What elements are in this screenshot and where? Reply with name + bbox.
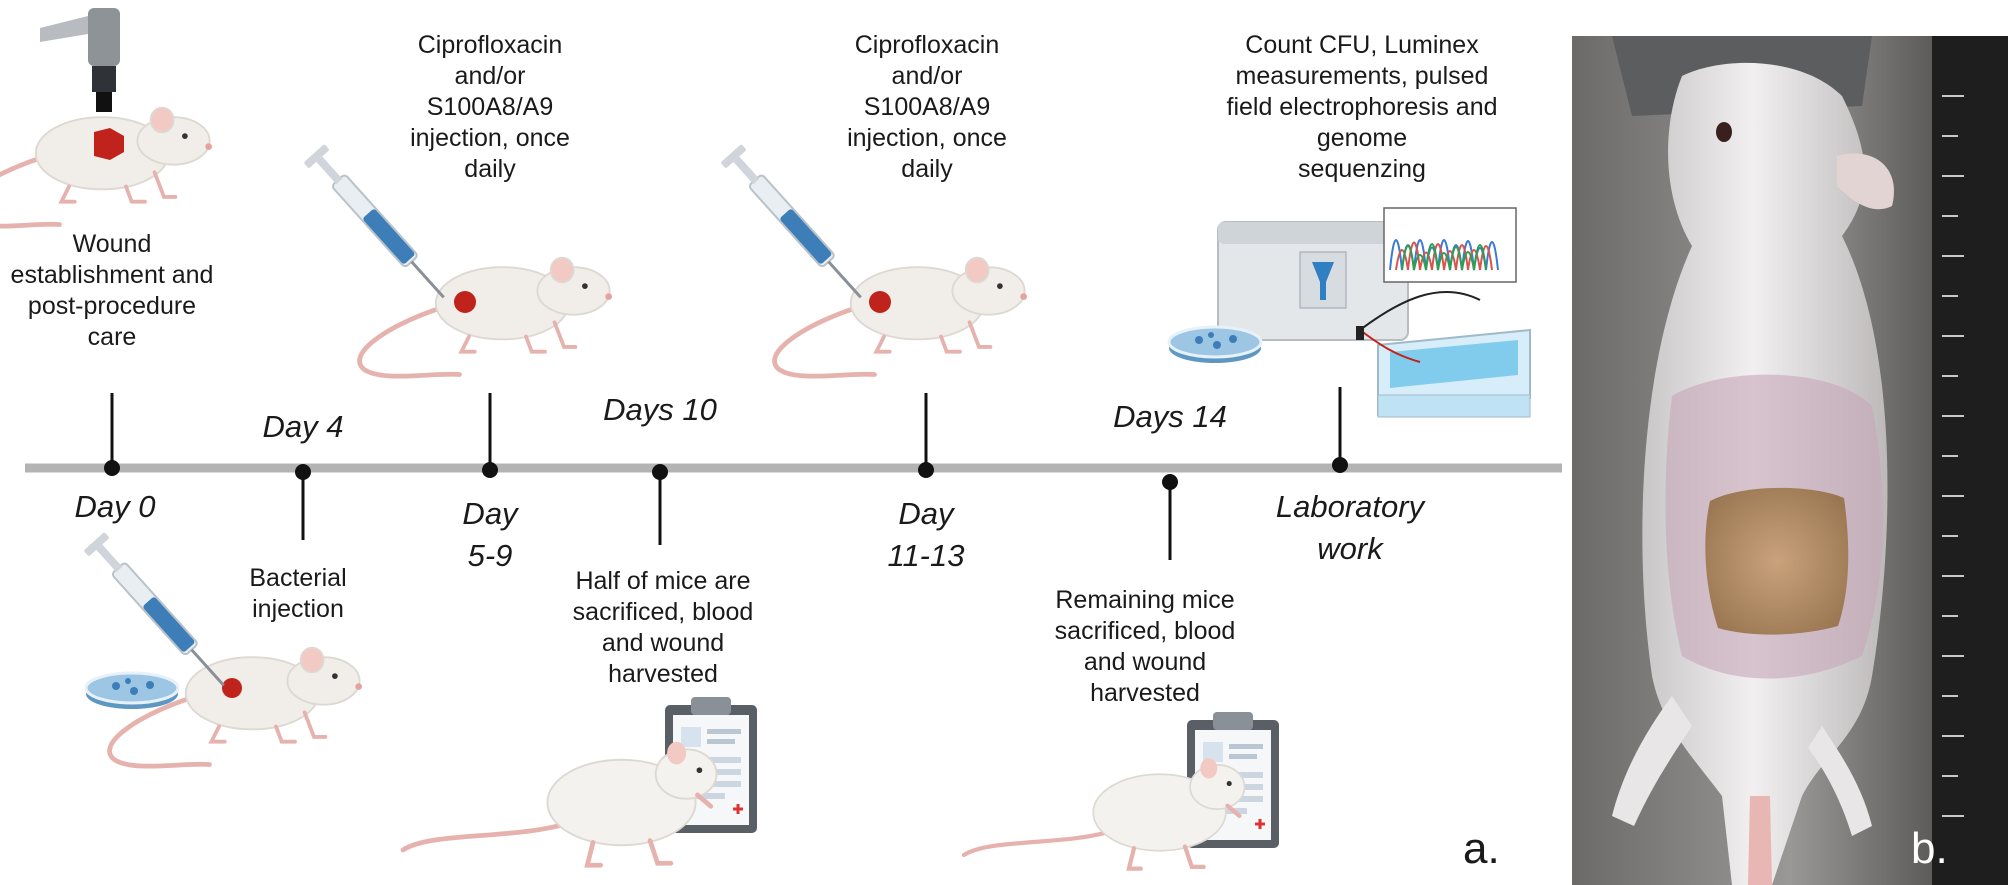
timeline-marker	[652, 464, 668, 480]
timeline	[25, 387, 1562, 560]
timeline-panel: Wound establishment and post-procedure care…	[0, 8, 1562, 885]
event-description-line: sequenzing	[1298, 155, 1426, 183]
timeline-artwork	[0, 8, 1562, 885]
event-description-line: and wound	[601, 629, 725, 657]
microscope-icon	[40, 8, 120, 112]
event-day-line: Days 14	[1113, 399, 1227, 434]
panel-letter-b: b.	[1911, 824, 1948, 873]
event-day-day4: Day 4	[263, 406, 344, 448]
event-day-day5-9: Day 5-9	[462, 493, 517, 577]
event-day-line: Days 10	[603, 392, 717, 427]
event-description-line: harvested	[1090, 679, 1200, 707]
event-description-days10: Half of mice are sacrificed, blood and wou…	[573, 566, 754, 690]
event-description-line: post-procedure	[27, 292, 197, 320]
event-description-line: and/or	[454, 62, 526, 90]
chromatogram-icon	[1383, 207, 1517, 283]
event-description-line: Ciprofloxacin	[854, 31, 1000, 59]
event-description-laboratory: Count CFU, Luminex measurements, pulsed fi…	[1227, 30, 1498, 185]
event-description-line: S100A8/A9	[863, 93, 991, 121]
mouse-icon	[360, 258, 612, 377]
timeline-marker	[295, 464, 311, 480]
petri-dish-icon	[1167, 325, 1263, 365]
syringe-icon	[82, 530, 236, 697]
event-description-line: daily	[901, 155, 953, 183]
panel-letter-a: a.	[1463, 824, 1500, 873]
timeline-marker	[918, 462, 934, 478]
event-description-line: and wound	[1083, 648, 1207, 676]
event-day-day0: Day 0	[75, 486, 156, 528]
timeline-marker	[1332, 457, 1348, 473]
event-description-line: establishment and	[10, 261, 214, 289]
event-day-line: Day 4	[262, 409, 344, 444]
event-description-line: injection	[252, 595, 344, 623]
event-day-laboratory: Laboratory work	[1276, 486, 1424, 570]
petri-dish-icon	[84, 671, 180, 711]
electrophoresis-icon	[1356, 291, 1531, 418]
mouse-photo	[1572, 36, 2008, 885]
event-day-line: Day	[898, 496, 954, 531]
event-description-line: harvested	[608, 660, 718, 688]
event-description-days14: Remaining mice sacrificed, blood and wound…	[1055, 585, 1236, 709]
event-description-day4: Bacterial injection	[249, 563, 346, 625]
event-day-line: Laboratory	[1275, 489, 1425, 524]
event-description-line: S100A8/A9	[426, 93, 554, 121]
event-description-line: genome	[1316, 124, 1408, 152]
event-description-line: sacrificed, blood	[1054, 617, 1236, 645]
timeline-marker	[482, 462, 498, 478]
event-description-line: daily	[464, 155, 516, 183]
event-description-line: injection, once	[847, 124, 1007, 152]
mouse-icon	[403, 742, 717, 866]
event-description-day0: Wound establishment and post-procedure care	[11, 229, 214, 353]
event-day-line: 5-9	[467, 538, 513, 573]
event-description-line: field electrophoresis and	[1226, 93, 1498, 121]
event-day-line: 11-13	[887, 538, 965, 573]
mouse-icon	[775, 258, 1027, 377]
mouse-icon	[110, 648, 362, 767]
timeline-marker	[104, 460, 120, 476]
event-description-line: care	[87, 323, 137, 351]
event-description-line: Remaining mice	[1055, 586, 1235, 614]
event-day-day11-13: Day 11-13	[888, 493, 965, 577]
event-description-line: measurements, pulsed	[1235, 62, 1489, 90]
event-description-line: Bacterial	[249, 564, 347, 592]
event-day-line: Day	[462, 496, 518, 531]
sequencer-icon	[1217, 221, 1409, 341]
mouse-icon	[964, 758, 1245, 869]
event-description-line: Count CFU, Luminex	[1245, 31, 1479, 59]
event-day-days10: Days 10	[603, 389, 717, 431]
event-day-days14: Days 14	[1113, 396, 1227, 438]
mouse-icon	[0, 108, 212, 227]
timeline-marker	[1162, 474, 1178, 490]
event-description-line: Half of mice are	[575, 567, 751, 595]
event-description-line: Ciprofloxacin	[417, 31, 563, 59]
mouse-photo-panel: b.	[1572, 36, 2008, 885]
event-description-line: sacrificed, blood	[572, 598, 754, 626]
event-description-line: injection, once	[410, 124, 570, 152]
event-description-line: Wound	[72, 230, 152, 258]
event-description-line: and/or	[891, 62, 963, 90]
event-day-line: Day 0	[74, 489, 156, 524]
event-day-line: work	[1317, 531, 1383, 566]
